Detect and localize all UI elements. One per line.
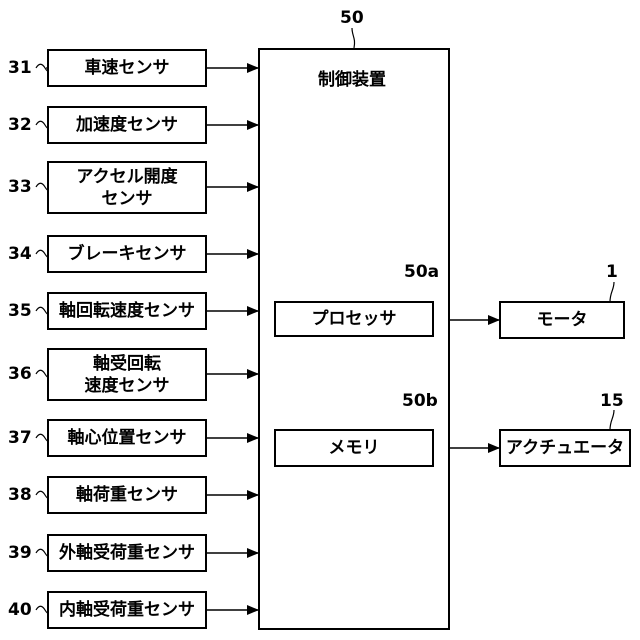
sensor-label-35: 軸回転速度センサ xyxy=(59,300,195,322)
sensor-ref-37: 37 xyxy=(8,428,32,448)
sensor-box-35: 軸回転速度センサ xyxy=(47,292,207,330)
leader-1 xyxy=(610,282,614,302)
sensor-box-37: 軸心位置センサ xyxy=(47,419,207,457)
sensor-label-31: 車速センサ xyxy=(85,57,170,79)
memory-label: メモリ xyxy=(329,437,380,459)
sensor-ref-32: 32 xyxy=(8,115,32,135)
leader-50 xyxy=(352,28,355,48)
sensor-label-33-line2: センサ xyxy=(102,188,153,210)
sensor-box-32: 加速度センサ xyxy=(47,106,207,144)
sensor-label-32: 加速度センサ xyxy=(76,114,178,136)
memory-box: メモリ xyxy=(274,429,434,467)
processor-label: プロセッサ xyxy=(312,308,397,330)
sensor-ref-38: 38 xyxy=(8,485,32,505)
sensor-box-31: 車速センサ xyxy=(47,49,207,87)
controller-label: 制御装置 xyxy=(318,70,386,90)
actuator-box: アクチュエータ xyxy=(499,429,631,467)
sensor-ref-35: 35 xyxy=(8,301,32,321)
sensor-label-37: 軸心位置センサ xyxy=(68,427,187,449)
memory-ref: 50b xyxy=(402,391,438,411)
processor-box: プロセッサ xyxy=(274,301,434,337)
leader-15 xyxy=(610,410,614,430)
sensor-box-38: 軸荷重センサ xyxy=(47,476,207,514)
sensor-label-36-line1: 軸受回転 xyxy=(93,353,161,375)
sensor-label-34: ブレーキセンサ xyxy=(68,243,187,265)
actuator-ref: 15 xyxy=(600,391,624,411)
sensor-label-36-line2: 速度センサ xyxy=(85,375,170,397)
processor-ref: 50a xyxy=(404,262,439,282)
sensor-ref-40: 40 xyxy=(8,600,32,620)
sensor-label-39: 外軸受荷重センサ xyxy=(59,542,195,564)
sensor-ref-33: 33 xyxy=(8,177,32,197)
sensor-label-40: 内軸受荷重センサ xyxy=(59,599,195,621)
sensor-ref-31: 31 xyxy=(8,58,32,78)
sensor-box-33: アクセル開度 センサ xyxy=(47,161,207,214)
controller-ref: 50 xyxy=(340,8,364,28)
sensor-ref-39: 39 xyxy=(8,543,32,563)
controller-box xyxy=(258,48,450,630)
sensor-box-34: ブレーキセンサ xyxy=(47,235,207,273)
motor-label: モータ xyxy=(537,309,588,331)
motor-ref: 1 xyxy=(606,262,618,282)
sensor-label-33-line1: アクセル開度 xyxy=(76,166,177,188)
actuator-label: アクチュエータ xyxy=(506,437,624,459)
sensor-label-38: 軸荷重センサ xyxy=(76,484,178,506)
sensor-box-36: 軸受回転 速度センサ xyxy=(47,348,207,401)
sensor-box-39: 外軸受荷重センサ xyxy=(47,534,207,572)
sensor-ref-36: 36 xyxy=(8,364,32,384)
sensor-box-40: 内軸受荷重センサ xyxy=(47,591,207,629)
motor-box: モータ xyxy=(499,301,625,339)
sensor-ref-34: 34 xyxy=(8,244,32,264)
